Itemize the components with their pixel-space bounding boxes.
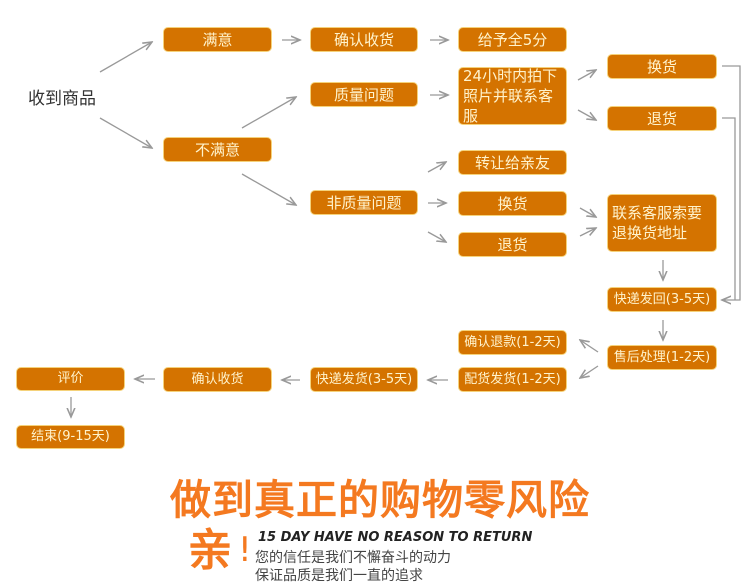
arrow <box>427 231 446 242</box>
footer-qin: 亲 <box>188 525 232 576</box>
node-confirm-refund: 确认退款(1-2天) <box>458 330 567 355</box>
node-exchange: 换货 <box>458 191 567 216</box>
arrow <box>99 42 152 73</box>
node-review: 评价 <box>16 367 125 391</box>
node-after-sales: 售后处理(1-2天) <box>607 345 717 370</box>
node-confirm-receipt-bottom: 确认收货 <box>163 367 272 392</box>
node-confirm-receipt-top: 确认收货 <box>310 27 418 52</box>
footer-exclamation: ! <box>238 530 252 570</box>
connector <box>722 65 741 300</box>
arrow <box>427 162 446 173</box>
footer-headline: 做到真正的购物零风险 <box>170 476 590 524</box>
node-satisfied: 满意 <box>163 27 272 52</box>
arrow <box>580 340 599 353</box>
node-contact-address: 联系客服索要退换货地址 <box>607 194 717 252</box>
arrow <box>579 228 596 237</box>
arrow <box>241 173 296 205</box>
node-five-star: 给予全5分 <box>458 27 567 52</box>
node-photo-contact: 24小时内拍下照片并联系客服 <box>458 67 567 125</box>
node-end: 结束(9-15天) <box>16 425 125 449</box>
arrow <box>580 365 599 378</box>
node-ship-back: 快递发回(3-5天) <box>607 287 717 312</box>
node-transfer: 转让给亲友 <box>458 150 567 175</box>
node-express-ship: 快递发货(3-5天) <box>310 367 418 392</box>
node-non-quality-issue: 非质量问题 <box>310 190 418 215</box>
arrow <box>241 97 296 129</box>
node-quality-issue: 质量问题 <box>310 82 418 107</box>
footer-line-1: 您的信任是我们不懈奋斗的动力 <box>255 550 451 566</box>
start-label: 收到商品 <box>28 89 96 109</box>
footer-line-2: 保证品质是我们一直的追求 <box>255 568 423 584</box>
arrow <box>577 70 596 81</box>
node-return: 退货 <box>458 232 567 257</box>
node-unsatisfied: 不满意 <box>163 137 272 162</box>
node-exchange-right: 换货 <box>607 54 717 79</box>
node-dispatch: 配货发货(1-2天) <box>458 367 567 392</box>
arrow <box>579 207 596 217</box>
connector <box>722 117 736 300</box>
footer-english-slogan: 15 DAY HAVE NO REASON TO RETURN <box>258 530 533 545</box>
arrow <box>577 109 596 120</box>
arrow <box>99 117 152 148</box>
node-return-right: 退货 <box>607 106 717 131</box>
